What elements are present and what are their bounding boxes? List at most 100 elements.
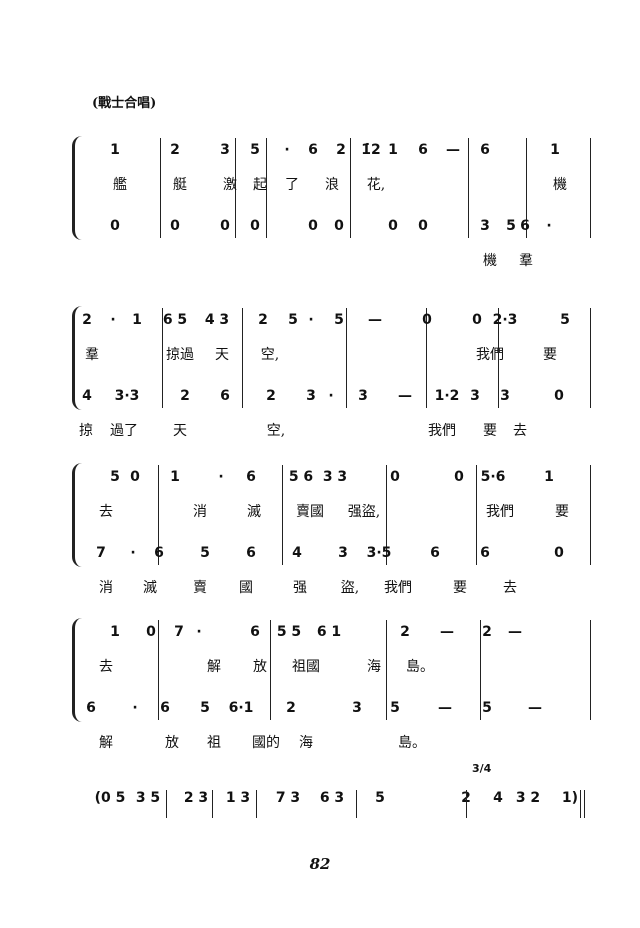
note: 0 [250,218,260,234]
note: 3 [500,388,510,404]
note: 6 [430,545,440,561]
barline [212,790,213,818]
interlude-note: 3 2 [515,790,541,806]
lyric-row: 掠過了天空,我們要去 [70,420,590,444]
lyric-text: 天 [215,347,229,363]
note: 7 [96,545,106,561]
note: 2 [180,388,190,404]
note: — [446,142,460,158]
note: · [132,700,138,716]
lyric-text: 羣 [519,253,533,269]
lyric-text: 消 [99,580,113,596]
note: 3·3 [114,388,140,404]
lyric-row: 去消滅賣國强盜,我們要 [70,501,590,525]
lyric-text: 去 [503,580,517,596]
interlude-note: 4 [493,790,503,806]
note: 4 [292,545,302,561]
barline [266,138,267,238]
lyric-text: 過了 [110,423,138,439]
lyric-text: 島。 [406,659,434,675]
note: 3 [220,142,230,158]
note: 6 [308,142,318,158]
barline [590,138,591,238]
lyric-row: 消滅賣國强盜,我們要去 [70,577,590,601]
note: · [196,624,202,640]
note: 3 [352,700,362,716]
note: 3 [358,388,368,404]
note: 4 3 [204,312,230,328]
barline [590,620,591,720]
note: 1 [550,142,560,158]
note: 6 5 [162,312,188,328]
note: 5 [390,700,400,716]
note: 5 [200,545,210,561]
note: 6 [520,218,530,234]
note: 0 [554,545,564,561]
note: 5 [482,700,492,716]
lyric-text: 我們 [428,423,456,439]
barline [526,138,527,238]
lyric-text: 滅 [247,504,261,520]
note: 1 [544,469,554,485]
lyric-row: 機羣 [70,250,590,274]
note: 6 [246,545,256,561]
lyric-text: 艇 [173,177,187,193]
note: 5·6 [480,469,506,485]
lyric-text: 花, [366,177,386,193]
interlude-note: (0 5 [94,790,126,806]
barline [162,308,163,408]
barline [270,620,271,720]
note: — [528,700,542,716]
barline [242,308,243,408]
note: 3 [470,388,480,404]
barline [350,138,351,238]
note: 3 [306,388,316,404]
note: 6 [246,469,256,485]
interlude-note: 7 3 [275,790,301,806]
barline [158,620,159,720]
note: 0 [170,218,180,234]
note: 0 [110,218,120,234]
barline [476,465,477,565]
barline [468,138,469,238]
barline [356,790,357,818]
interlude-note: 2 3 [183,790,209,806]
lyric-text: 盜, [340,580,360,596]
barline [282,465,283,565]
barline [426,308,427,408]
lyric-text: 去 [99,504,113,520]
note: 5 [250,142,260,158]
note: 3 3 [322,469,348,485]
lyric-text: 機 [553,177,567,193]
barline [466,790,467,818]
note: 6 1 [316,624,342,640]
lyric-text: 掠 [79,423,93,439]
lyric-text: 羣 [85,347,99,363]
note: 5 [288,312,298,328]
note: 2 [170,142,180,158]
lyric-text: 激 [223,177,237,193]
system-brace [72,306,85,410]
lyric-text: 機 [483,253,497,269]
note: — [438,700,452,716]
interlude-note: 6 3 [319,790,345,806]
note: 2 [266,388,276,404]
note: 6 [220,388,230,404]
lyric-row: 解放祖國的海島。 [70,732,590,756]
barline [480,620,481,720]
note: 4 [82,388,92,404]
note: 5 [334,312,344,328]
note: 0 [422,312,432,328]
lyric-text: 掠過 [166,347,194,363]
lyric-row: 羣掠過天空,我們要 [70,344,590,368]
note: · [546,218,552,234]
lyric-text: 國的 [252,735,280,751]
note: · [308,312,314,328]
note: 2 [82,312,92,328]
note: 6·1 [228,700,254,716]
